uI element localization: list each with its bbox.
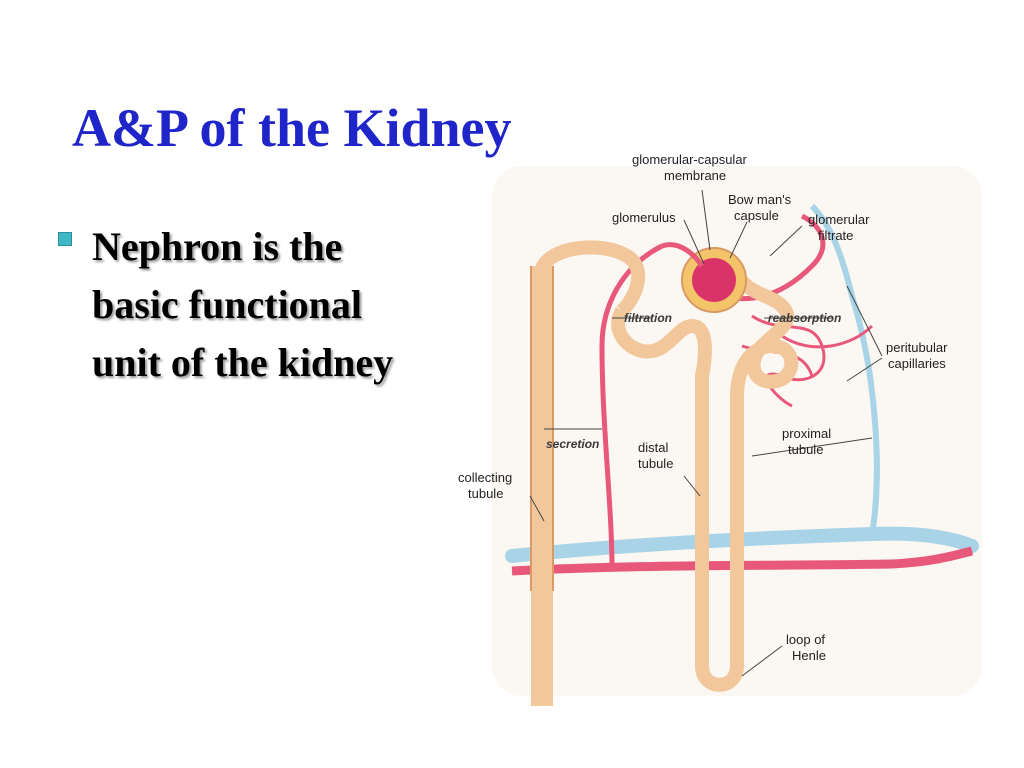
label-proximal-tubule-1: proximal — [782, 426, 831, 441]
pointer-lines — [529, 189, 883, 677]
vein — [505, 526, 979, 563]
label-bowmans-capsule-1: Bow man's — [728, 192, 792, 207]
distal-tubule — [611, 307, 712, 666]
label-peritubular-capillaries-2: capillaries — [888, 356, 946, 371]
label-glomerular-capsular-membrane-2: membrane — [664, 168, 726, 183]
glomerulus — [692, 258, 736, 302]
label-collecting-tubule-1: collecting — [458, 470, 512, 485]
label-glomerulus: glomerulus — [612, 210, 676, 225]
vein-branch — [809, 203, 880, 535]
label-secretion: secretion — [546, 437, 599, 451]
bullet-text: Nephron is the basic functional unit of … — [92, 224, 394, 385]
nephron-diagram: glomerular-capsular membrane Bow man's c… — [458, 152, 982, 706]
label-glomerular-filtrate-1: glomerular — [808, 212, 870, 227]
label-peritubular-capillaries-1: peritubular — [886, 340, 948, 355]
proximal-tubule — [730, 276, 799, 397]
label-loop-of-henle-2: Henle — [792, 648, 826, 663]
label-bowmans-capsule-2: capsule — [734, 208, 779, 223]
label-distal-tubule-1: distal — [638, 440, 668, 455]
label-collecting-tubule-2: tubule — [468, 486, 503, 501]
slide-title: A&P of the Kidney — [72, 98, 512, 158]
bullet-item: Nephron is the basic functional unit of … — [58, 218, 458, 408]
artery — [511, 546, 974, 576]
bullet-marker-icon — [58, 232, 72, 246]
afferent-arteriole — [661, 242, 705, 268]
label-distal-tubule-2: tubule — [638, 456, 673, 471]
label-glomerular-capsular-membrane-1: glomerular-capsular — [632, 152, 748, 167]
artery-branch — [599, 243, 664, 569]
connecting-tubule — [535, 240, 646, 316]
loop-of-henle — [695, 396, 744, 692]
label-proximal-tubule-2: tubule — [788, 442, 823, 457]
label-filtration: filtration — [624, 311, 672, 325]
efferent-arteriole — [721, 213, 826, 302]
label-glomerular-filtrate-2: filtrate — [818, 228, 853, 243]
label-loop-of-henle-1: loop of — [786, 632, 825, 647]
label-reabsorption: reabsorption — [768, 311, 841, 325]
